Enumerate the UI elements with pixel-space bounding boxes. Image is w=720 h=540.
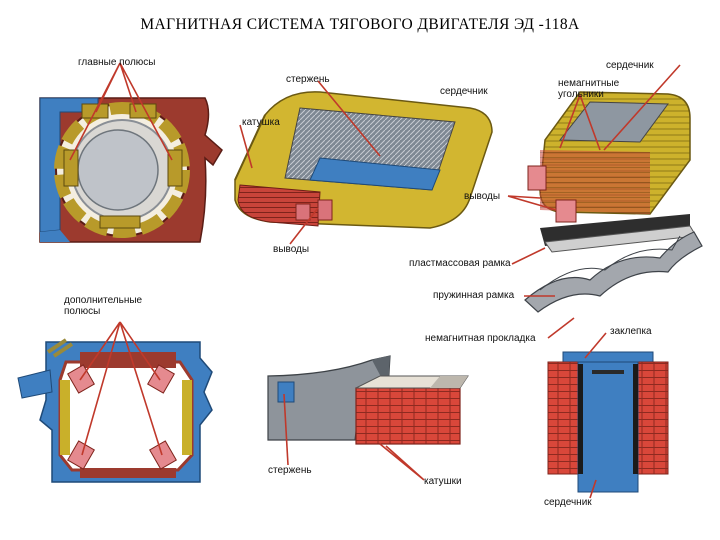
label-coils: катушки <box>424 476 462 487</box>
label-rivet: заклепка <box>610 326 652 337</box>
label-core-bottom: сердечник <box>544 497 592 508</box>
label-plastic-frame: пластмассовая рамка <box>409 258 511 269</box>
label-leads-right: выводы <box>464 191 501 202</box>
label-leads-left: выводы <box>273 244 310 255</box>
label-core-top-right: сердечник <box>606 60 654 71</box>
label-rod-bottom: стержень <box>268 465 312 476</box>
label-rod-top: стержень <box>286 74 330 85</box>
additional-poles-frame <box>17 338 213 483</box>
label-nonmagnetic-spacer: немагнитная прокладка <box>425 333 536 344</box>
plastic-and-spring-frames <box>524 225 703 313</box>
label-nonmagnetic-angles-2: угольники <box>558 89 604 100</box>
leader-lines <box>69 62 681 499</box>
label-coil: катушка <box>242 117 280 128</box>
label-spring-frame: пружинная рамка <box>433 290 515 301</box>
core-with-angles <box>527 91 691 246</box>
main-poles-frame <box>39 97 223 243</box>
label-main-poles: главные полюсы <box>78 57 156 68</box>
diagram-title: МАГНИТНАЯ СИСТЕМА ТЯГОВОГО ДВИГАТЕЛЯ ЭД … <box>140 16 580 33</box>
label-nonmagnetic-angles-1: немагнитные <box>558 78 620 89</box>
additional-pole-cross-section <box>547 351 669 493</box>
label-core-center: сердечник <box>440 86 488 97</box>
pole-with-coil <box>234 91 493 229</box>
label-additional-poles-2: полюсы <box>64 306 101 317</box>
rod-and-coils-section <box>267 355 469 445</box>
label-additional-poles-1: дополнительные <box>64 295 143 306</box>
